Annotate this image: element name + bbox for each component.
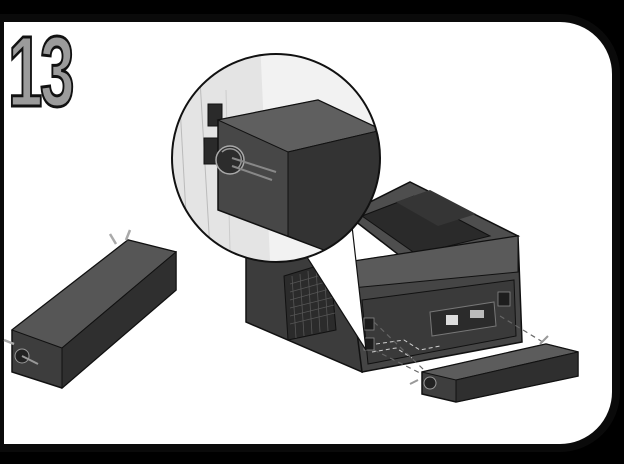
- callout-magnifier: [171, 53, 381, 263]
- duplex-unit-loose: [3, 229, 178, 390]
- step-number: 13: [7, 16, 75, 128]
- alignment-guides: [373, 315, 547, 379]
- duplex-unit-attached: [409, 335, 579, 403]
